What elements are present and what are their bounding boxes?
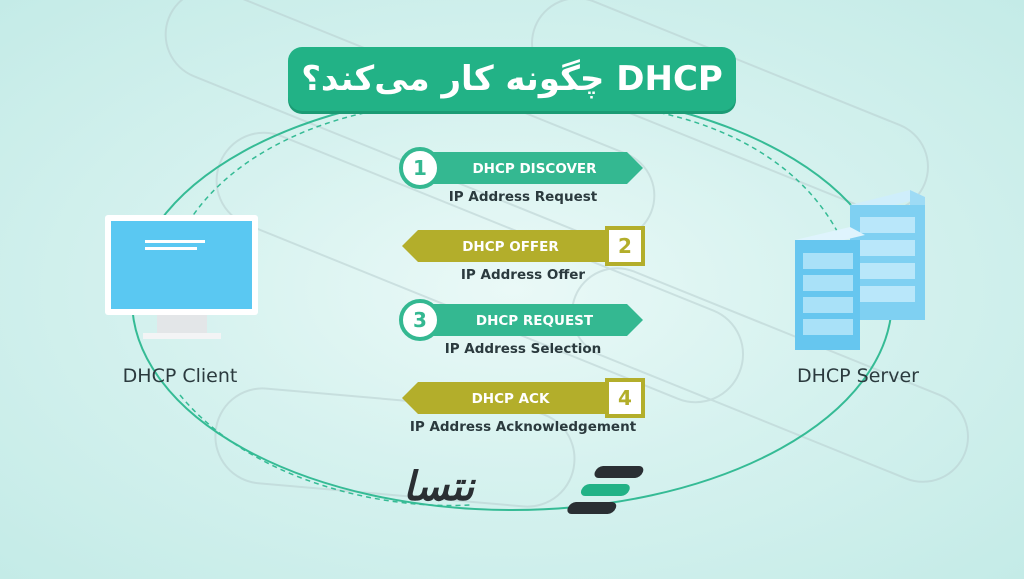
step-2-name: DHCP OFFER [462,239,559,255]
server-label: DHCP Server [797,365,919,387]
step-4-name: DHCP ACK [472,391,550,407]
step-3-name: DHCP REQUEST [476,313,594,329]
page-title: DHCP چگونه کار می‌کند؟ [288,47,736,111]
step-4-arrow: 4 DHCP ACK [402,378,645,418]
step-4-ribbon [402,382,625,414]
title-text: DHCP چگونه کار می‌کند؟ [301,59,723,99]
step-3-ribbon [420,304,643,336]
step-1-name: DHCP DISCOVER [472,161,597,177]
step-3-caption: IP Address Selection [444,341,602,357]
step-3-arrow: 3 DHCP REQUEST [399,299,643,341]
step-3-badge [399,299,441,341]
step-4-badge [605,378,645,418]
logo-mark-icon [567,466,644,514]
step-1-arrow: 1 DHCP DISCOVER [399,147,643,189]
step-1-badge [399,147,441,189]
client-label: DHCP Client [122,365,238,387]
step-1-caption: IP Address Request [448,189,598,205]
netsa-logo: نتسا [395,458,645,528]
step-2-arrow: 2 DHCP OFFER [402,226,645,266]
step-4-number: 4 [618,386,632,410]
server-icon [795,190,925,350]
step-2-ribbon [402,230,625,262]
step-1-ribbon [420,152,643,184]
step-1-number: 1 [413,156,427,180]
step-2-badge [605,226,645,266]
step-2-number: 2 [618,234,632,258]
computer-icon [105,215,258,339]
logo-text: نتسا [403,464,475,510]
step-2-caption: IP Address Offer [460,267,586,283]
step-4-caption: IP Address Acknowledgement [409,419,637,435]
step-3-number: 3 [413,308,427,332]
